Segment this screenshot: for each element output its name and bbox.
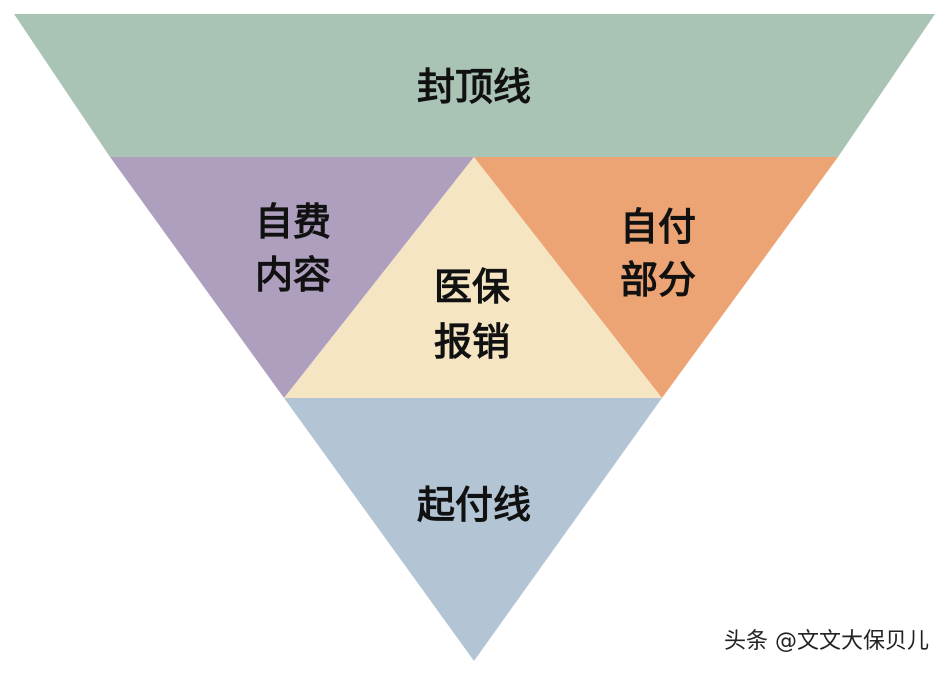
- top-band-region: [14, 14, 935, 157]
- bottom-triangle-region: [284, 398, 662, 661]
- bottom-triangle-label: 起付线: [417, 483, 531, 527]
- right-triangle-region: [474, 157, 838, 398]
- center-label-line1: 医保: [434, 265, 511, 309]
- left-triangle-region: [110, 157, 474, 398]
- left-label-line2: 内容: [255, 253, 331, 297]
- right-label-line2: 部分: [620, 258, 696, 302]
- center-label-line2: 报销: [434, 320, 510, 364]
- top-band-label: 封顶线: [417, 65, 531, 109]
- right-label-line1: 自付: [620, 205, 696, 249]
- left-label-line1: 自费: [255, 200, 331, 244]
- center-triangle-region: [284, 157, 662, 398]
- watermark-text: 头条 @文文大保贝儿: [724, 629, 929, 654]
